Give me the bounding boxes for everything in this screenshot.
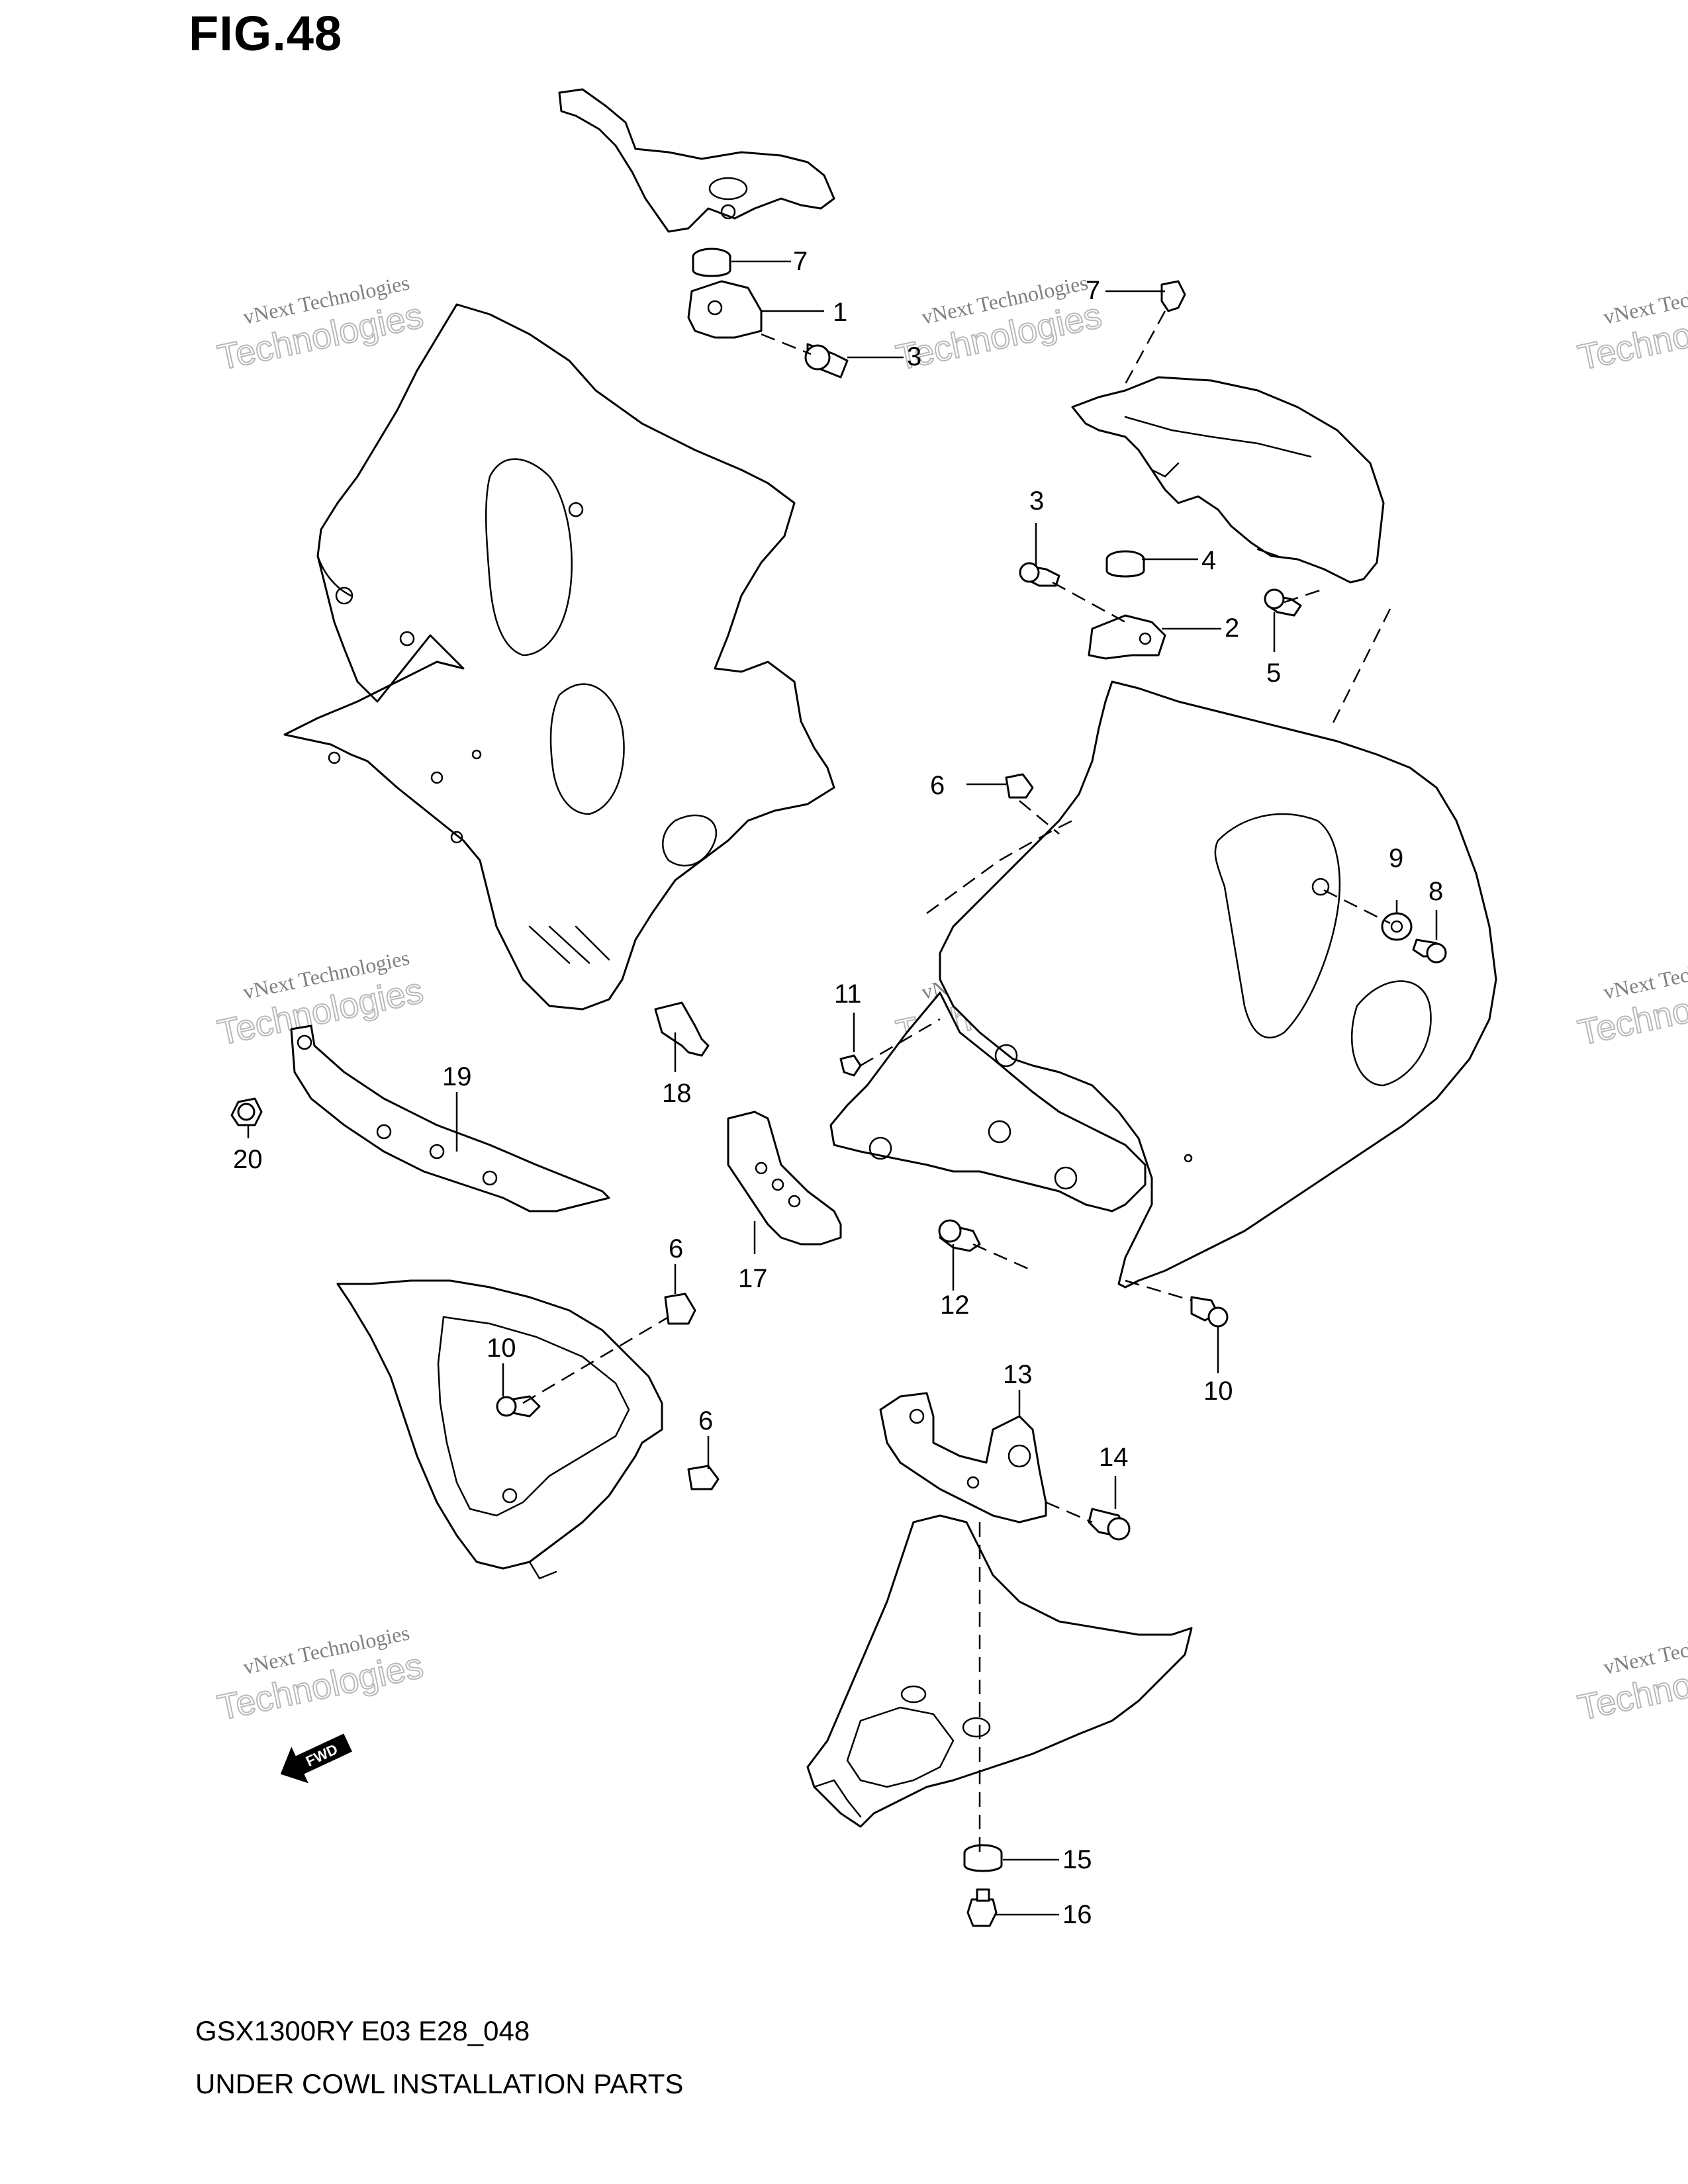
right-upper-cover	[1071, 376, 1385, 584]
lower-side-panel	[829, 991, 1147, 1212]
callout-12: 12	[940, 1291, 970, 1320]
right-upper-cowl	[939, 680, 1497, 1289]
watermark-7: vNext Technologies Technologies	[214, 1620, 428, 1728]
bolt-14	[1088, 1508, 1131, 1541]
bolt-3-right	[1019, 562, 1060, 587]
callout-6: 6	[930, 771, 945, 800]
bracket-13	[879, 1392, 1047, 1524]
upper-mount-bracket	[558, 88, 835, 233]
screw-10-right	[1190, 1296, 1229, 1328]
callout-6: 6	[669, 1234, 683, 1263]
grommet-4-top	[692, 248, 731, 277]
leader-lines	[247, 260, 1438, 1916]
model-code: GSX1300RY E03 E28_048	[195, 2015, 530, 2046]
bracket-19	[290, 1024, 610, 1212]
bolt-20	[230, 1097, 263, 1126]
figure-title: FIG.48	[189, 6, 343, 61]
callout-11: 11	[834, 979, 862, 1009]
callout-19: 19	[442, 1062, 472, 1091]
callout-13: 13	[1003, 1360, 1033, 1389]
callout-6: 6	[698, 1406, 713, 1435]
bolt-3-top	[804, 343, 849, 379]
fwd-arrow-icon: FWD	[280, 1733, 352, 1784]
watermark-6: vNext Technologies Technologies	[1574, 945, 1688, 1053]
callout-8: 8	[1429, 877, 1443, 906]
callout-14: 14	[1099, 1443, 1129, 1472]
callout-17: 17	[738, 1264, 768, 1293]
clip-7	[1160, 280, 1186, 312]
bolt-5	[1264, 588, 1302, 617]
callout-15: 15	[1062, 1845, 1092, 1874]
callout-4: 7	[793, 247, 808, 276]
callout-10: 10	[487, 1334, 516, 1363]
damper-18	[654, 1001, 710, 1057]
callout-1: 1	[833, 298, 847, 327]
callout-5: 5	[1266, 659, 1281, 688]
callout-16: 16	[1062, 1900, 1092, 1929]
bolt-16	[966, 1888, 998, 1927]
callout-10: 10	[1203, 1377, 1233, 1406]
callout-3: 3	[1029, 486, 1044, 516]
bolt-12	[938, 1219, 981, 1252]
screw-8	[1412, 938, 1447, 964]
bracket-17	[727, 1111, 842, 1246]
assembly-lines	[522, 310, 1391, 1853]
grommet-4-right	[1105, 550, 1145, 578]
hardware-group	[230, 248, 1447, 1927]
figure-caption: UNDER COWL INSTALLATION PARTS	[195, 2068, 684, 2099]
callout-3: 3	[907, 342, 921, 371]
watermark-1: vNext Technologies Technologies	[214, 270, 428, 378]
screw-10-left	[496, 1395, 541, 1418]
clip-6-lower	[687, 1465, 720, 1490]
bracket-1	[687, 280, 763, 339]
bracket-2	[1088, 614, 1166, 660]
clip-6-upper	[1005, 773, 1034, 799]
left-inner-cowl	[283, 303, 835, 1011]
callout-7: 7	[1086, 276, 1100, 305]
grommet-15	[963, 1844, 1003, 1872]
callout-9: 9	[1389, 844, 1403, 873]
callout-18: 18	[662, 1079, 692, 1108]
callout-20: 20	[233, 1145, 263, 1174]
callout-4: 4	[1201, 546, 1216, 575]
center-under-cowl	[806, 1514, 1193, 1828]
clip-11	[839, 1054, 862, 1077]
watermark-9: vNext Technologies Technologies	[1574, 1620, 1688, 1728]
callout-labels: 7 1 3 7 3 4 2 5 6 9 8 11 19 18 20 17 6 1…	[233, 247, 1443, 1929]
callout-2: 2	[1225, 614, 1239, 643]
watermark-4: vNext Technologies Technologies	[214, 945, 428, 1053]
clip-6-middle	[664, 1293, 696, 1325]
watermark-3: vNext Technologies Technologies	[1574, 270, 1688, 378]
washer-9	[1381, 912, 1413, 941]
left-under-cowl	[336, 1279, 663, 1580]
